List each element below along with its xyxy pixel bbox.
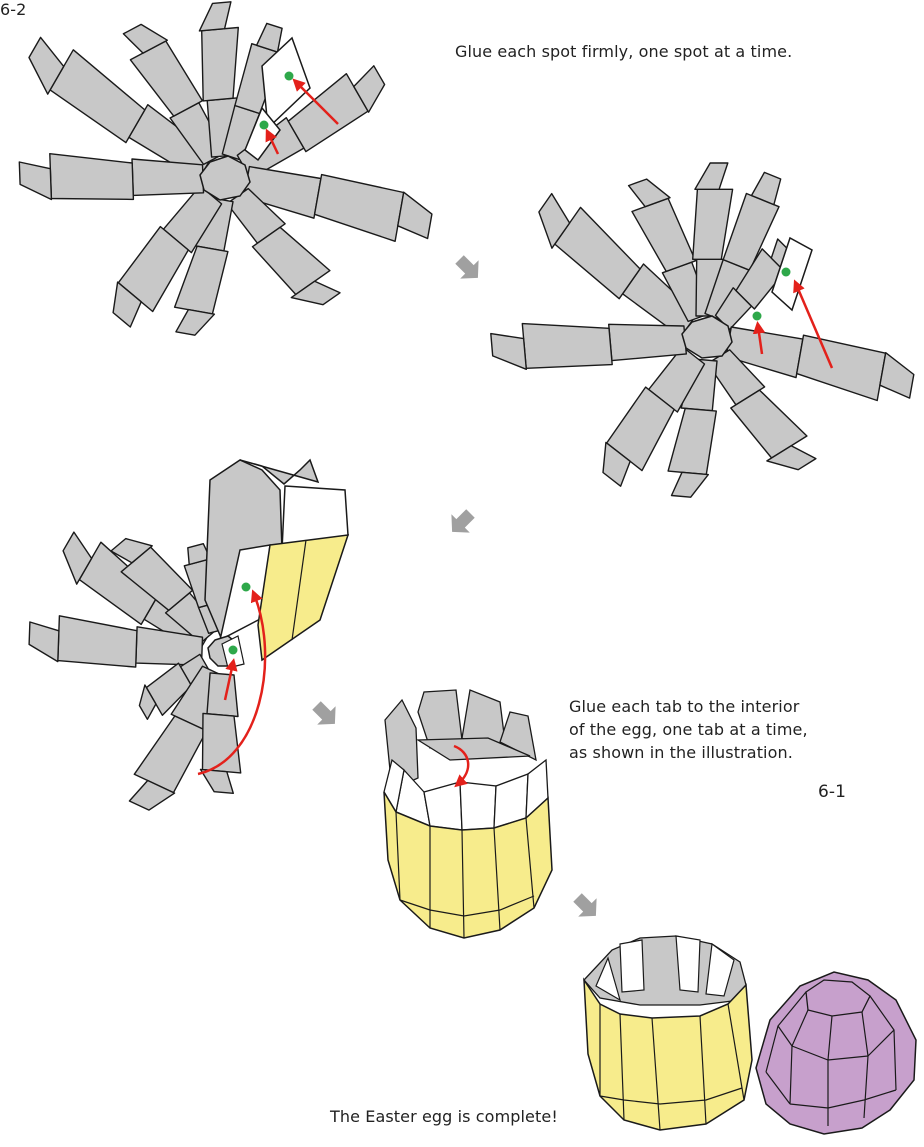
flat-net-figure-2 (491, 163, 914, 497)
flat-net-figure-1 (19, 2, 432, 335)
step-arrow-down-left (443, 504, 480, 541)
step-arrow-down-right (450, 250, 487, 287)
completion-caption: The Easter egg is complete! (330, 1105, 558, 1128)
net-panel (202, 28, 239, 101)
instruction-line: of the egg, one tab at a time, (569, 718, 869, 741)
inner-panel (620, 940, 644, 992)
net-panel (398, 192, 432, 238)
net-panel (132, 159, 204, 195)
net-panel (797, 335, 886, 400)
net-panel (176, 310, 215, 336)
glue-spot (753, 312, 762, 321)
net-panel (672, 472, 709, 497)
net-panel (50, 154, 134, 200)
instruction-glue-spots: Glue each spot firmly, one spot at a tim… (455, 40, 792, 63)
net-panel (609, 324, 687, 360)
net-panel (50, 50, 145, 143)
instruction-line: Glue each tab to the interior (569, 695, 869, 718)
net-panel (29, 622, 59, 662)
net-panel (199, 2, 231, 31)
net-panel (522, 324, 612, 369)
glue-spot (242, 583, 251, 592)
glue-spot (260, 121, 269, 130)
yellow-face (258, 535, 348, 660)
net-panel (207, 673, 238, 717)
step-arrow-down-right (568, 888, 605, 925)
instruction-glue-tabs: Glue each tab to the interior of the egg… (569, 695, 869, 764)
inner-panel (676, 936, 700, 992)
net-panel (491, 334, 527, 370)
step-arrow-down-right (307, 696, 344, 733)
glue-spot (285, 72, 294, 81)
net-panel (19, 162, 51, 200)
partial-assembly-figure (29, 460, 348, 810)
net-panel (315, 175, 404, 242)
figure-label-6-1: 6-1 (818, 781, 846, 804)
net-panel (134, 716, 206, 793)
inner-panel (424, 782, 462, 830)
net-panel (695, 163, 728, 189)
net-panel (880, 353, 914, 398)
instruction-line: as shown in the illustration. (569, 741, 869, 764)
completed-yellow-half (584, 936, 752, 1130)
completed-purple-half (756, 972, 916, 1134)
net-panel (58, 616, 137, 667)
glue-spot (229, 646, 238, 655)
glue-spot (782, 268, 791, 277)
inner-panel (460, 782, 496, 830)
net-panel (632, 198, 696, 271)
net-panel (668, 408, 716, 474)
figure-label-6-2: 6-2 (0, 0, 26, 21)
egg-body-with-tabs-figure (384, 690, 552, 938)
